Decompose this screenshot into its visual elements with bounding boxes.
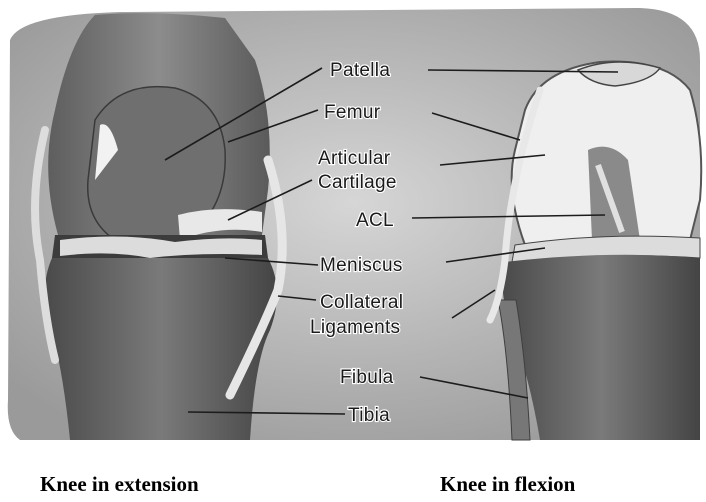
label-collateral-line2: Ligaments xyxy=(310,317,400,338)
label-patella: Patella xyxy=(330,60,390,81)
caption-knee-extension: Knee in extension xyxy=(40,472,199,497)
label-fibula: Fibula xyxy=(340,367,394,388)
label-collateral-line1: Collateral xyxy=(320,292,403,313)
label-acl: ACL xyxy=(356,210,394,231)
label-articular-line1: Articular xyxy=(318,148,391,169)
label-tibia: Tibia xyxy=(348,405,390,426)
label-femur: Femur xyxy=(324,102,381,123)
label-meniscus: Meniscus xyxy=(320,255,403,276)
left-knee-illustration xyxy=(35,13,282,440)
label-articular-line2: Cartilage xyxy=(318,172,397,193)
caption-knee-flexion: Knee in flexion xyxy=(440,472,575,497)
